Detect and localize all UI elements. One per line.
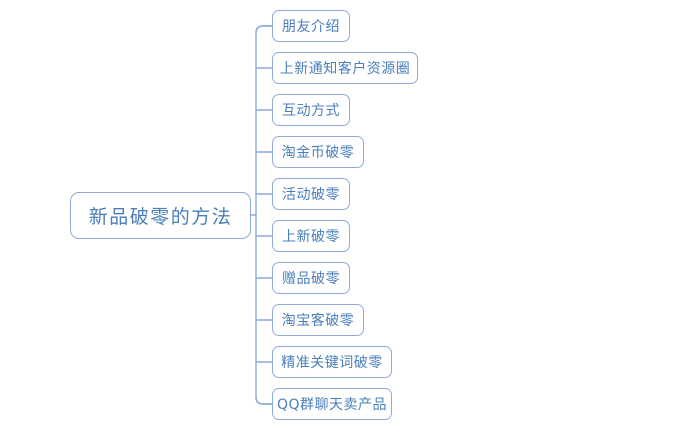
child-node-label: 上新破零 xyxy=(282,229,340,245)
child-node[interactable]: 淘金币破零 xyxy=(272,136,364,168)
child-node-label: 朋友介绍 xyxy=(282,19,340,35)
child-node-label: 淘金币破零 xyxy=(281,145,355,161)
connector-line xyxy=(255,396,273,405)
child-node-label: 互动方式 xyxy=(282,103,340,119)
child-node[interactable]: 活动破零 xyxy=(272,178,350,210)
child-node-label: QQ群聊天卖产品 xyxy=(276,397,388,413)
child-node[interactable]: 赠品破零 xyxy=(272,262,350,294)
child-node[interactable]: 上新破零 xyxy=(272,220,350,252)
child-node-label: 赠品破零 xyxy=(282,271,340,287)
child-node[interactable]: 朋友介绍 xyxy=(272,10,350,42)
child-node[interactable]: 互动方式 xyxy=(272,94,350,126)
root-node-label: 新品破零的方法 xyxy=(88,206,233,228)
child-node-label: 精准关键词破零 xyxy=(281,355,383,371)
root-node[interactable]: 新品破零的方法 xyxy=(70,192,251,239)
connector-line xyxy=(255,396,273,405)
child-node-label: 活动破零 xyxy=(282,187,340,203)
connector-line xyxy=(255,25,273,34)
child-node-label: 上新通知客户资源圈 xyxy=(279,61,411,77)
child-node[interactable]: 淘宝客破零 xyxy=(272,304,364,336)
child-node[interactable]: 精准关键词破零 xyxy=(272,346,392,378)
child-node[interactable]: QQ群聊天卖产品 xyxy=(272,388,392,420)
child-node[interactable]: 上新通知客户资源圈 xyxy=(272,52,418,84)
connector-line xyxy=(255,25,273,34)
child-node-label: 淘宝客破零 xyxy=(281,313,355,329)
